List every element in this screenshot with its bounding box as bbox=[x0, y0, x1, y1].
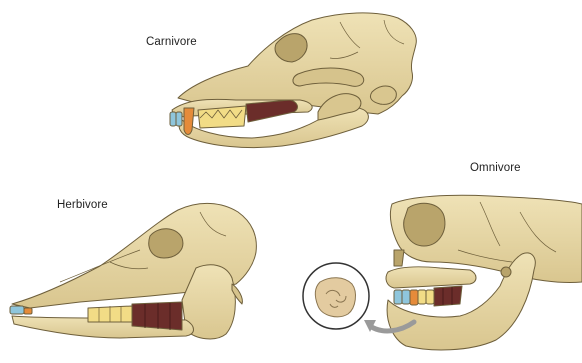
omnivore-skull bbox=[386, 195, 582, 350]
herbivore-skull bbox=[10, 203, 256, 339]
molar-tooth-detail bbox=[303, 263, 369, 329]
carnivore-skull bbox=[170, 13, 416, 148]
